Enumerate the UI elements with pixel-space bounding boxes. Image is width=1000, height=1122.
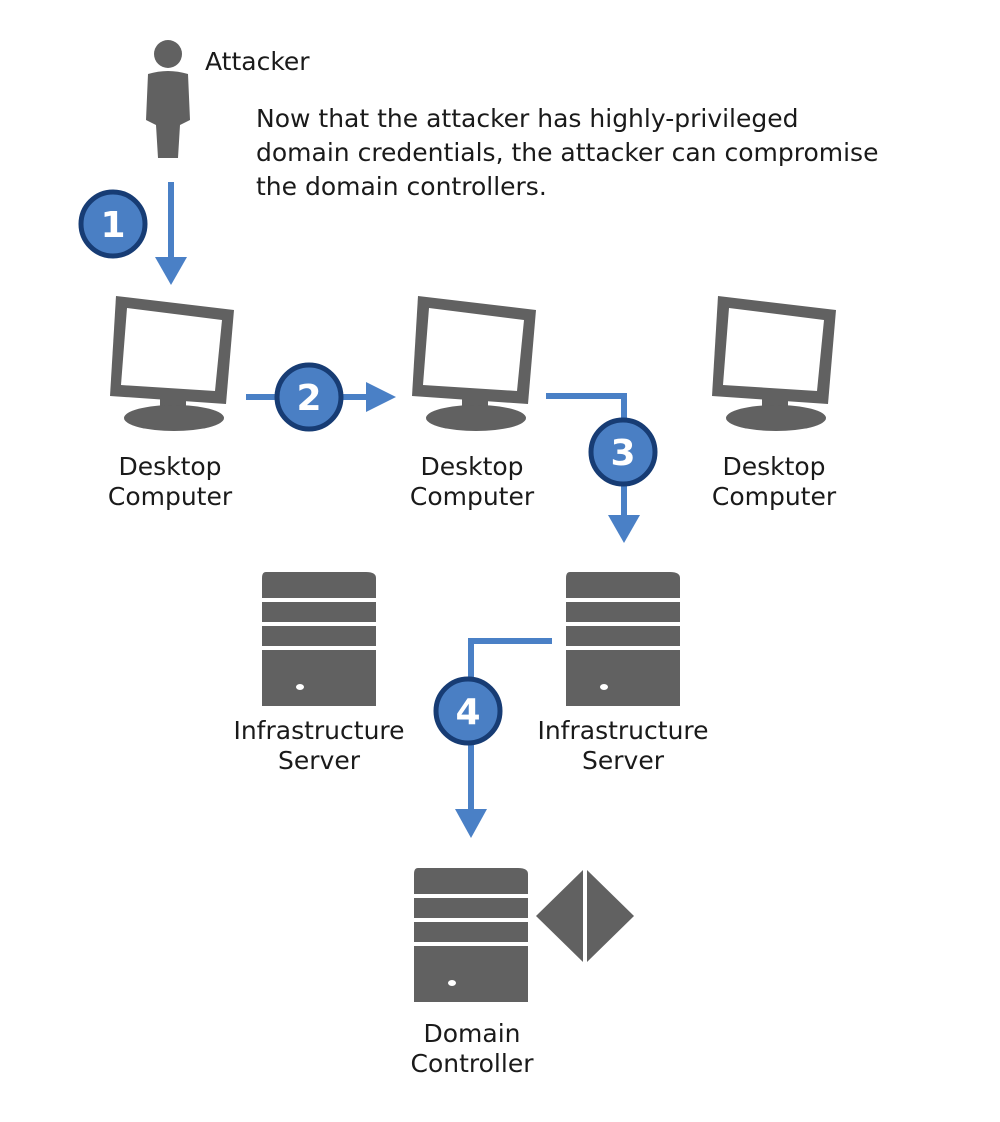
svg-text:1: 1 xyxy=(100,205,125,246)
label-line: Computer xyxy=(107,482,233,511)
label-line: Infrastructure xyxy=(537,716,709,745)
infrastructure-server-label: Infrastructure Server xyxy=(508,716,738,776)
svg-text:3: 3 xyxy=(610,433,635,474)
domain-controller-label: Domain Controller xyxy=(372,1019,572,1079)
label-line: Server xyxy=(278,746,360,775)
label-line: Domain xyxy=(423,1019,521,1048)
domain-controller-icon xyxy=(414,868,528,1002)
domain-controller-diamond-icon xyxy=(536,870,634,962)
description-line: Now that the attacker has highly-privile… xyxy=(256,104,799,133)
desktop-computer-label: Desktop Computer xyxy=(372,452,572,512)
svg-text:2: 2 xyxy=(296,378,321,419)
arrow-step-4 xyxy=(455,638,552,838)
svg-text:4: 4 xyxy=(455,692,480,733)
label-line: Infrastructure xyxy=(233,716,405,745)
desktop-computer-icon xyxy=(412,296,536,431)
step-badge-3: 3 xyxy=(588,417,658,487)
step-badge-1: 1 xyxy=(78,189,148,259)
desktop-computer-icon xyxy=(712,296,836,431)
infrastructure-server-icon xyxy=(262,572,376,706)
step-badge-4: 4 xyxy=(433,676,503,746)
infrastructure-server-label: Infrastructure Server xyxy=(204,716,434,776)
description-line: the domain controllers. xyxy=(256,172,547,201)
label-line: Computer xyxy=(409,482,535,511)
label-line: Desktop xyxy=(722,452,826,481)
label-line: Controller xyxy=(410,1049,534,1078)
infrastructure-server-icon xyxy=(566,572,680,706)
desktop-computer-label: Desktop Computer xyxy=(674,452,874,512)
attacker-icon xyxy=(146,40,190,158)
step-badge-2: 2 xyxy=(274,362,344,432)
desktop-computer-label: Desktop Computer xyxy=(70,452,270,512)
description-line: domain credentials, the attacker can com… xyxy=(256,138,879,167)
attacker-label: Attacker xyxy=(205,47,310,76)
desktop-computer-icon xyxy=(110,296,234,431)
description-text: Now that the attacker has highly-privile… xyxy=(256,102,878,204)
arrow-step-1 xyxy=(155,182,187,285)
label-line: Desktop xyxy=(118,452,222,481)
label-line: Computer xyxy=(711,482,837,511)
label-line: Desktop xyxy=(420,452,524,481)
label-line: Server xyxy=(582,746,664,775)
